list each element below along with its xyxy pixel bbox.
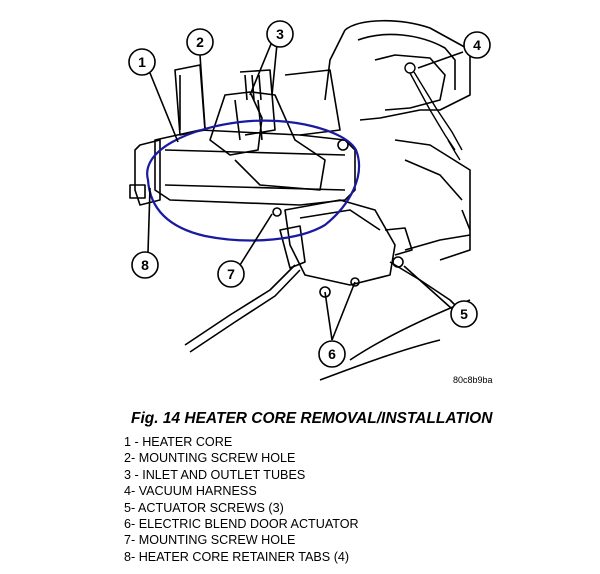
vacuum-harness	[404, 62, 463, 161]
callout-3: 3	[266, 20, 294, 48]
legend-item: 6- ELECTRIC BLEND DOOR ACTUATOR	[124, 517, 359, 532]
legend-item: 4- VACUUM HARNESS	[124, 484, 257, 499]
leader-lines	[147, 43, 464, 341]
callout-5: 5	[450, 300, 478, 328]
heater-core-diagram: 1 2 3 4 5 6 7 8	[128, 19, 491, 381]
callout-7: 7	[217, 260, 245, 288]
legend-item: 2- MOUNTING SCREW HOLE	[124, 451, 296, 466]
legend-item: 3 - INLET AND OUTLET TUBES	[124, 467, 306, 482]
highlight-circle	[146, 119, 361, 242]
svg-text:7: 7	[227, 266, 235, 282]
svg-text:5: 5	[460, 306, 468, 322]
heater-core-housing	[129, 64, 356, 217]
svg-text:6: 6	[328, 346, 336, 362]
svg-text:1: 1	[138, 54, 146, 70]
figure-caption: Fig. 14 HEATER CORE REMOVAL/INSTALLATION	[131, 410, 493, 427]
parts-legend: 1 - HEATER CORE 2- MOUNTING SCREW HOLE 3…	[124, 434, 359, 565]
legend-item: 1 - HEATER CORE	[124, 435, 233, 449]
callout-1: 1	[128, 48, 156, 76]
callout-8: 8	[131, 251, 159, 279]
callout-4: 4	[463, 31, 491, 59]
legend-item: 7- MOUNTING SCREW HOLE	[124, 533, 296, 548]
callout-2: 2	[186, 28, 214, 56]
drawing-id: 80c8b9ba	[453, 375, 493, 385]
legend-item: 5- ACTUATOR SCREWS (3)	[124, 500, 284, 515]
callout-6: 6	[318, 340, 346, 368]
legend-item: 8- HEATER CORE RETAINER TABS (4)	[124, 549, 350, 564]
svg-text:4: 4	[473, 37, 481, 53]
blend-door-actuator	[184, 199, 471, 353]
svg-text:2: 2	[196, 34, 204, 50]
inlet-outlet-tubes	[209, 74, 326, 191]
svg-text:3: 3	[276, 26, 284, 42]
svg-text:8: 8	[141, 257, 149, 273]
